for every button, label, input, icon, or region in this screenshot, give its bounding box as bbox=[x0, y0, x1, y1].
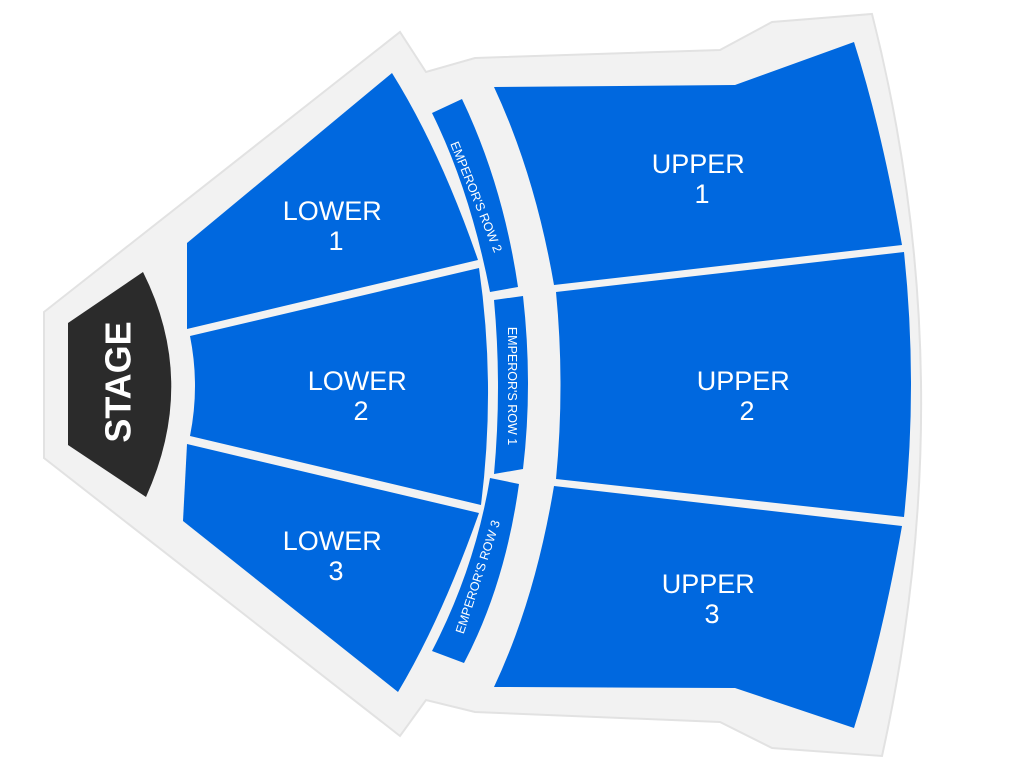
section-lower-2-number: 2 bbox=[353, 396, 368, 426]
emperors-row-1-label: EMPEROR'S ROW 1 bbox=[505, 327, 519, 445]
stage[interactable] bbox=[68, 272, 172, 497]
section-lower-2-label: LOWER bbox=[308, 366, 407, 396]
section-lower-1-label: LOWER bbox=[283, 196, 382, 226]
svg-text:LOWER 1: LOWER 1 bbox=[283, 196, 390, 256]
svg-text:LOWER 2: LOWER 2 bbox=[308, 366, 415, 426]
section-lower-1-number: 1 bbox=[328, 226, 343, 256]
section-upper-3-number: 3 bbox=[704, 599, 719, 629]
section-lower-2[interactable]: LOWER 2 bbox=[190, 268, 489, 505]
section-upper-1-label: UPPER bbox=[652, 149, 745, 179]
svg-text:LOWER 3: LOWER 3 bbox=[283, 526, 390, 586]
section-upper-2-label: UPPER bbox=[697, 366, 790, 396]
stage-label: STAGE bbox=[98, 321, 139, 442]
svg-text:UPPER 2: UPPER 2 bbox=[697, 366, 798, 426]
section-upper-2[interactable]: UPPER 2 bbox=[556, 252, 911, 517]
section-lower-3-label: LOWER bbox=[283, 526, 382, 556]
section-upper-3-label: UPPER bbox=[662, 569, 755, 599]
section-upper-3[interactable]: UPPER 3 bbox=[494, 486, 902, 728]
section-upper-2-number: 2 bbox=[739, 396, 754, 426]
section-lower-3[interactable]: LOWER 3 bbox=[183, 444, 479, 692]
svg-text:UPPER 3: UPPER 3 bbox=[662, 569, 763, 629]
section-upper-1[interactable]: UPPER 1 bbox=[494, 42, 902, 285]
section-lower-1[interactable]: LOWER 1 bbox=[187, 73, 478, 329]
section-lower-3-number: 3 bbox=[328, 556, 343, 586]
section-emperors-row-1[interactable]: EMPEROR'S ROW 1 bbox=[494, 296, 528, 474]
section-upper-1-number: 1 bbox=[694, 179, 709, 209]
svg-text:UPPER 1: UPPER 1 bbox=[652, 149, 753, 209]
